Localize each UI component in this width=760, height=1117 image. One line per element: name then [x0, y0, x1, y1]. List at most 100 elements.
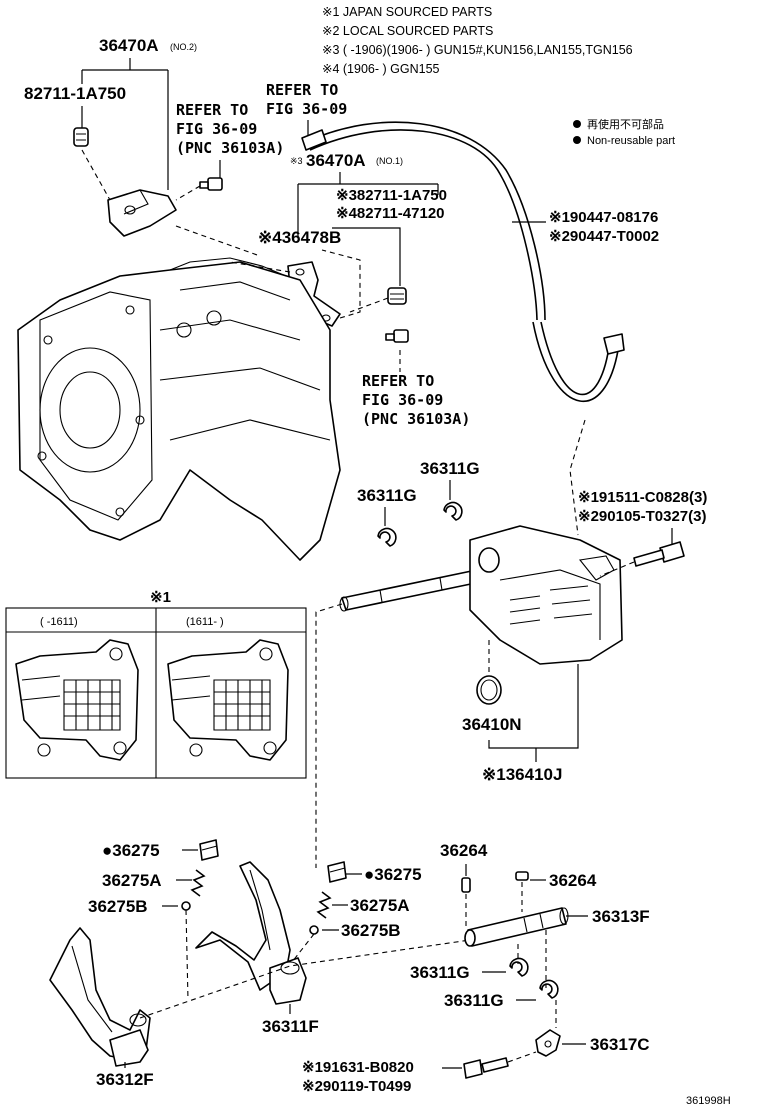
fork-bore: [280, 961, 300, 975]
part-suffix: (NO.2): [170, 42, 197, 52]
part-number: 36470A: [99, 36, 159, 55]
shift-shaft-upper: [339, 567, 491, 612]
dash-ball-right: [291, 933, 315, 963]
refer-to-fig-block-2: REFER TO FIG 36-09: [266, 81, 347, 118]
bolt-ref-3: [385, 329, 409, 343]
cable-inner: [309, 129, 538, 321]
label-36275B-left: 36275B: [88, 897, 148, 916]
note-4: ※4 (1906- ) GGN155: [322, 62, 440, 76]
flange-bolt-hole: [135, 415, 145, 425]
legend-jp: 再使用不可部品: [587, 117, 664, 131]
spring-36275A-right: [316, 891, 332, 919]
legend-en: Non-reusable part: [587, 135, 675, 147]
dash-shaft-to-forks: [315, 603, 343, 868]
shaft-body: [341, 567, 491, 611]
snap-ring-36311G-3: [509, 957, 529, 977]
label-36410J: ※136410J: [482, 765, 562, 784]
o-ring-inner: [480, 679, 498, 701]
bell-flange: [39, 291, 153, 521]
label-82711-47120: ※482711-47120: [336, 205, 445, 222]
case-boss: [176, 322, 192, 338]
label-36470A-no2: 36470A (NO.2): [99, 36, 197, 55]
variant-boss: [37, 743, 51, 757]
plug-36275-left: [199, 839, 219, 861]
filled-circle-icon: [573, 136, 581, 144]
dash-ball-left: [185, 909, 189, 1001]
shaft-end: [464, 929, 476, 947]
snap-ring-36311G-1: [443, 501, 463, 521]
label-82711-1A750-top: 82711-1A750: [24, 84, 126, 103]
label-91631-B0820: ※191631-B0820: [302, 1059, 414, 1076]
note-local-sourced: ※2 LOCAL SOURCED PARTS: [322, 24, 493, 38]
transmission-case: [17, 257, 341, 561]
label-36275B-right: 36275B: [341, 921, 401, 940]
flange-bolt-hole: [43, 335, 53, 345]
variant-boss: [189, 743, 203, 757]
fork-bore: [129, 1013, 147, 1027]
cable-end-fitting: [301, 129, 327, 151]
ball-36275B-left: [181, 901, 191, 911]
variant-boss: [113, 741, 127, 755]
variant-boss: [259, 647, 273, 661]
ref-line-2: FIG 36-09: [266, 100, 347, 118]
ref-line-1: REFER TO: [362, 372, 434, 390]
fork-body: [49, 927, 151, 1061]
label-82711-1A750: ※382711-1A750: [336, 187, 447, 204]
label-36311G-1: 36311G: [420, 459, 480, 478]
bracket-36470A-no2: [107, 189, 177, 237]
label-36313F: 36313F: [592, 907, 650, 926]
dash-bracket-to-case: [175, 225, 261, 257]
fork-edge: [249, 869, 271, 951]
shift-cable: [301, 121, 625, 402]
label-90105-T0327: ※290105-T0327(3): [578, 508, 706, 525]
bell-opening: [39, 347, 141, 473]
clip-ribs: [390, 293, 404, 300]
dash-bolt-ref-1: [175, 185, 201, 201]
label-36264-right: 36264: [549, 871, 597, 890]
case-rib: [159, 367, 321, 391]
label-36317C: 36317C: [590, 1035, 650, 1054]
label-36275A-right: 36275A: [350, 896, 410, 915]
variant-grid: [214, 680, 270, 730]
leader-36470A-no2: [81, 58, 169, 190]
bolt-head: [207, 177, 223, 191]
bracket-body: [107, 189, 177, 237]
label-36275A-left: 36275A: [102, 871, 162, 890]
ref-line-3: (PNC 36103A): [362, 410, 470, 428]
bolt-head: [393, 329, 409, 343]
housing-ribs: [509, 595, 541, 625]
variant-grid: [64, 680, 120, 730]
case-boss: [206, 310, 222, 326]
selector-bore: [478, 547, 500, 573]
bracket-hole: [295, 268, 305, 276]
label-36470A-no1: ※3 36470A (NO.1): [290, 151, 403, 170]
ref-line-1: REFER TO: [266, 81, 338, 99]
part-suffix: (NO.1): [376, 156, 403, 166]
fork-edge: [71, 945, 113, 1033]
cable-hook-inner: [532, 321, 621, 402]
label-90119-T0499: ※290119-T0499: [302, 1078, 411, 1095]
ref-line-2: FIG 36-09: [362, 391, 443, 409]
case-rib: [169, 419, 331, 441]
case-rib: [159, 319, 301, 341]
dash-36478B: [321, 249, 361, 319]
inset-selector-variant-new: [167, 639, 289, 761]
fork-hub: [109, 1029, 149, 1067]
inset-selector-variant-old: [15, 639, 139, 761]
dash-36478B-to-case: [229, 261, 291, 273]
inset-title: ※1: [150, 589, 171, 606]
head-hole: [544, 1040, 552, 1048]
shift-fork-36312F: [49, 927, 151, 1067]
label-36275-right: ●36275: [364, 865, 422, 884]
flange-bolt-hole: [125, 305, 135, 315]
variant-face: [63, 679, 121, 731]
snap-ring-36311G-2: [377, 527, 397, 547]
inset-left-header: ( -1611): [40, 616, 78, 628]
pin-36264-right: [515, 871, 529, 881]
bell-inner: [59, 371, 121, 449]
bolt-shank: [481, 1057, 509, 1073]
sourcing-notes: ※1 JAPAN SOURCED PARTS ※2 LOCAL SOURCED …: [322, 5, 633, 76]
bolt-shank: [385, 333, 395, 341]
inset-variant-box: ※1 ( -1611) (1611- ): [5, 589, 307, 779]
